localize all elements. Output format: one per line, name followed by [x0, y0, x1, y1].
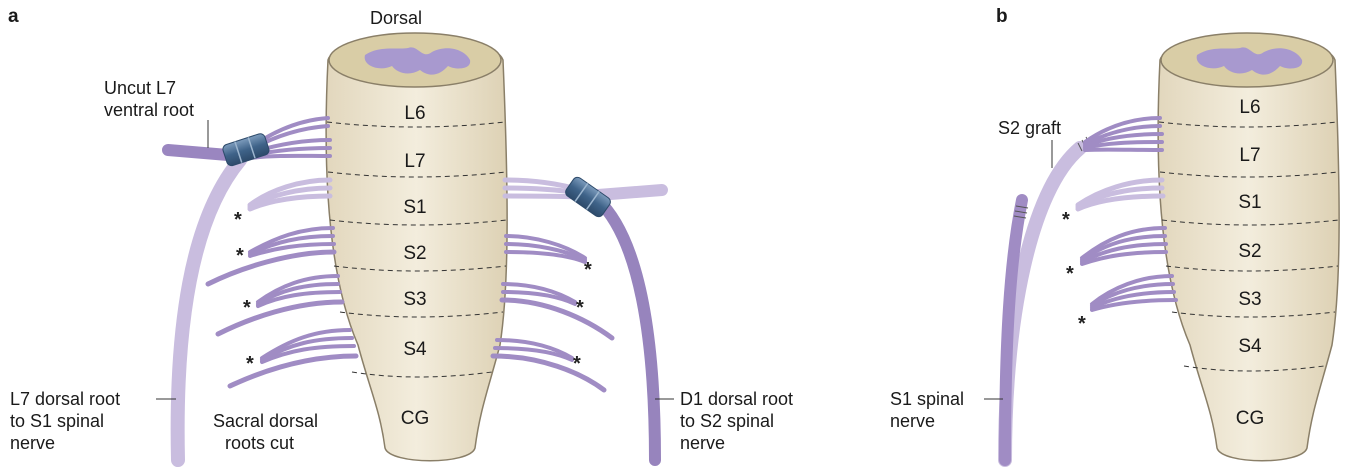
segment-l6-b: L6 — [1239, 97, 1260, 118]
cut-marker: * — [246, 353, 254, 375]
d1-label-line3: nerve — [680, 433, 725, 453]
s1-label-line1: S1 spinal — [890, 389, 964, 409]
l7-label-line1: L7 dorsal root — [10, 389, 120, 409]
panel-a: a Dorsal L6 L7 S1 S2 S3 S4 CG — [8, 6, 793, 461]
segment-s3-b: S3 — [1238, 289, 1261, 310]
d1-label-line2: to S2 spinal — [680, 411, 774, 431]
segment-s2: S2 — [403, 243, 426, 264]
cut-marker: * — [234, 209, 242, 231]
d1-root-stub — [598, 190, 662, 195]
panel-b-letter: b — [996, 6, 1008, 27]
sacral-label-line2: roots cut — [225, 433, 294, 453]
cut-marker: * — [236, 245, 244, 267]
panel-a-letter: a — [8, 6, 19, 27]
cut-marker: * — [573, 353, 581, 375]
segment-cg-b: CG — [1236, 408, 1265, 429]
segment-s2-b: S2 — [1238, 241, 1261, 262]
segment-s1-b: S1 — [1238, 192, 1261, 213]
segment-l7-b: L7 — [1239, 145, 1260, 166]
segment-s1: S1 — [403, 197, 426, 218]
cuff-left — [222, 132, 271, 167]
segment-s3: S3 — [403, 289, 426, 310]
cut-marker: * — [243, 297, 251, 319]
dorsal-label: Dorsal — [370, 8, 422, 28]
sacral-label-line1: Sacral dorsal — [213, 411, 318, 431]
s2-graft — [1005, 148, 1080, 460]
segment-cg: CG — [401, 408, 430, 429]
l7-label-line3: nerve — [10, 433, 55, 453]
cut-marker: * — [1078, 313, 1086, 335]
cut-marker: * — [1062, 209, 1070, 231]
l7-label-line2: to S1 spinal — [10, 411, 104, 431]
panel-b: b L6 L7 S1 S2 S3 S4 CG — [890, 6, 1339, 461]
d1-dorsal-root-nerve — [598, 200, 655, 460]
s1-label-line2: nerve — [890, 411, 935, 431]
segment-l7: L7 — [404, 151, 425, 172]
segment-s4: S4 — [403, 339, 427, 360]
uncut-label-line1: Uncut L7 — [104, 78, 176, 98]
segment-s4-b: S4 — [1238, 336, 1262, 357]
d1-label-line1: D1 dorsal root — [680, 389, 793, 409]
cut-marker: * — [1066, 263, 1074, 285]
cut-marker: * — [576, 297, 584, 319]
segment-l6: L6 — [404, 103, 425, 124]
uncut-label-line2: ventral root — [104, 100, 194, 120]
cut-marker: * — [584, 259, 592, 281]
graft-label: S2 graft — [998, 118, 1061, 138]
